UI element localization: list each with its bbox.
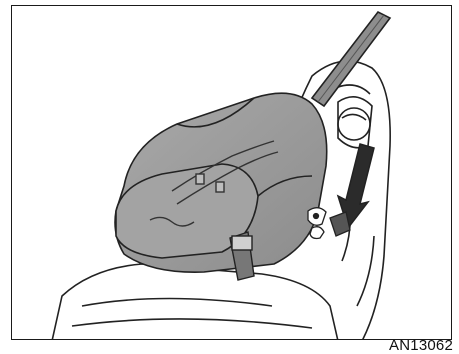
figure-code-label: AN13062 (389, 338, 453, 353)
child-seat-installation-illustration (12, 6, 452, 340)
illustration-frame (11, 5, 452, 340)
